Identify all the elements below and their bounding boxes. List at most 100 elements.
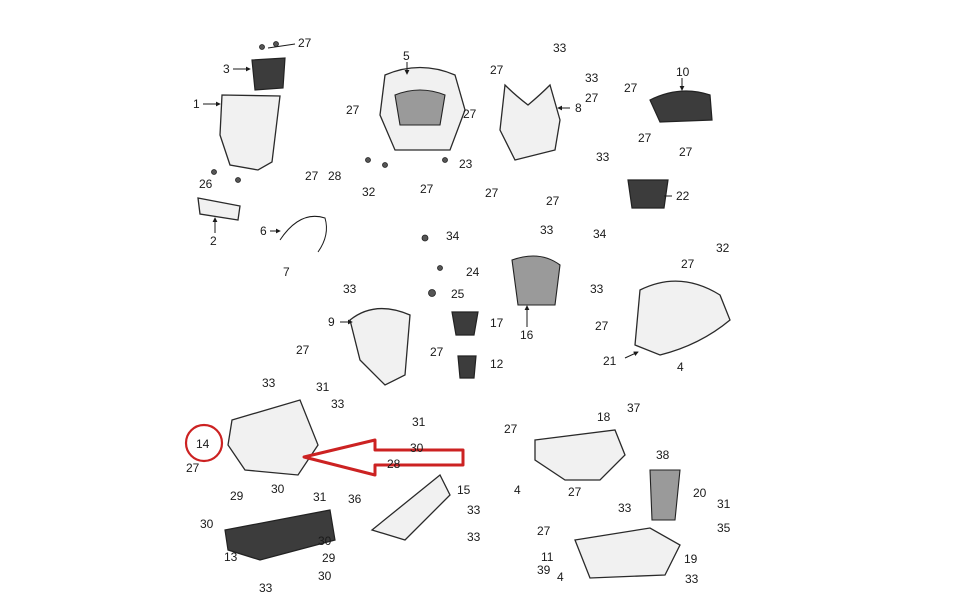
label-33-h: 33 [331,397,345,411]
label-31-c: 31 [313,490,327,504]
label-12: 12 [490,357,504,371]
label-13: 13 [224,550,238,564]
label-20: 20 [693,486,707,500]
part-17-lid: 17 [451,311,504,336]
label-33-a: 33 [553,41,567,55]
part-2-bracket: 2 26 [197,169,241,248]
label-27-q: 27 [186,461,200,475]
label-27-l: 27 [305,169,319,183]
label-37: 37 [627,401,641,415]
label-33-d: 33 [343,282,357,296]
label-36: 36 [348,492,362,506]
label-4-a: 4 [677,360,684,374]
label-27-p: 27 [430,345,444,359]
label-19: 19 [684,552,698,566]
part-13-floor-mat: 29 30 31 30 30 13 29 30 33 [200,482,336,595]
label-31-a: 31 [412,415,426,429]
label-27-h: 27 [546,194,560,208]
label-4-b: 4 [514,483,521,497]
label-27-i: 27 [624,81,638,95]
part-6-front-bracket: 6 7 27 28 [260,169,342,279]
label-30-c: 30 [318,534,332,548]
label-33-i: 33 [467,503,481,517]
label-24: 24 [466,265,480,279]
label-23: 23 [459,157,473,171]
label-31-d: 31 [717,497,731,511]
label-27-t: 27 [537,524,551,538]
label-3: 3 [223,62,230,76]
label-33-l: 33 [618,501,632,515]
label-27-o: 27 [296,343,310,357]
label-5: 5 [403,49,410,63]
label-38: 38 [656,448,670,462]
part-16-headlight: 16 33 33 [511,223,604,342]
label-28-b: 28 [387,457,401,471]
label-30-hidden: 30 [410,441,424,455]
label-27-d: 27 [420,182,434,196]
part-24-25-small-hardware: 34 24 25 33 [343,229,480,301]
label-34-a: 34 [593,227,607,241]
label-17: 17 [490,316,504,330]
label-9: 9 [328,315,335,329]
highlight-circle: 14 [184,423,224,463]
label-33-e: 33 [540,223,554,237]
label-8: 8 [575,101,582,115]
label-27-r: 27 [504,422,518,436]
part-15-lower-cover: 15 33 33 36 [348,473,481,544]
label-30-a: 30 [271,482,285,496]
label-15: 15 [457,483,471,497]
part-20-bracket: 37 38 20 31 35 [627,401,731,535]
label-18: 18 [597,410,611,424]
part-19-rear-side-cover: 19 27 11 39 4 33 [537,524,699,586]
part-21-floor-panel: 21 27 27 32 4 [595,241,731,374]
label-21: 21 [603,354,617,368]
part-9-inner-fender: 9 27 27 31 [296,307,444,429]
label-33-g: 33 [262,376,276,390]
label-27-g: 27 [485,186,499,200]
label-34-b: 34 [446,229,460,243]
label-27-j: 27 [638,131,652,145]
part-10-headlight-cover: 10 27 27 27 [624,65,713,159]
label-33-j: 33 [467,530,481,544]
part-22-plate: 22 34 [593,179,690,241]
label-6: 6 [260,224,267,238]
label-27-a: 27 [298,36,312,50]
highlight-arrow [302,438,465,477]
part-14-side-cover: 33 31 33 27 [186,376,345,476]
label-33-k: 33 [259,581,273,595]
label-33-m: 33 [685,572,699,586]
label-27-s: 27 [568,485,582,499]
label-26: 26 [199,177,213,191]
label-16: 16 [520,328,534,342]
label-31-b: 31 [316,380,330,394]
part-5-front-inner-panel: 5 27 27 23 32 27 [346,49,477,199]
label-27-m: 27 [595,319,609,333]
label-2: 2 [210,234,217,248]
label-11: 11 [541,550,554,564]
label-28: 28 [328,169,342,183]
label-30-b: 30 [200,517,214,531]
label-27-b: 27 [346,103,360,117]
label-4-c: 4 [557,570,564,584]
label-30-d: 30 [318,569,332,583]
label-39: 39 [537,563,551,577]
label-32: 32 [362,185,376,199]
label-27-k: 27 [679,145,693,159]
label-29-b: 29 [322,551,336,565]
label-32-b: 32 [716,241,730,255]
label-35: 35 [717,521,731,535]
label-33-b: 33 [585,71,599,85]
part-8-front-cover: 8 33 27 33 27 33 27 27 [485,41,610,208]
part-18-rear-panel: 18 27 4 27 33 [504,410,632,515]
label-27-f: 27 [585,91,599,105]
label-25: 25 [451,287,465,301]
label-14: 14 [196,437,210,451]
part-3-grille: 3 27 [223,36,312,91]
part-12-plate: 12 [457,355,504,379]
label-27-e: 27 [490,63,504,77]
label-27-c: 27 [463,107,477,121]
label-7: 7 [283,265,290,279]
label-10: 10 [676,65,690,79]
